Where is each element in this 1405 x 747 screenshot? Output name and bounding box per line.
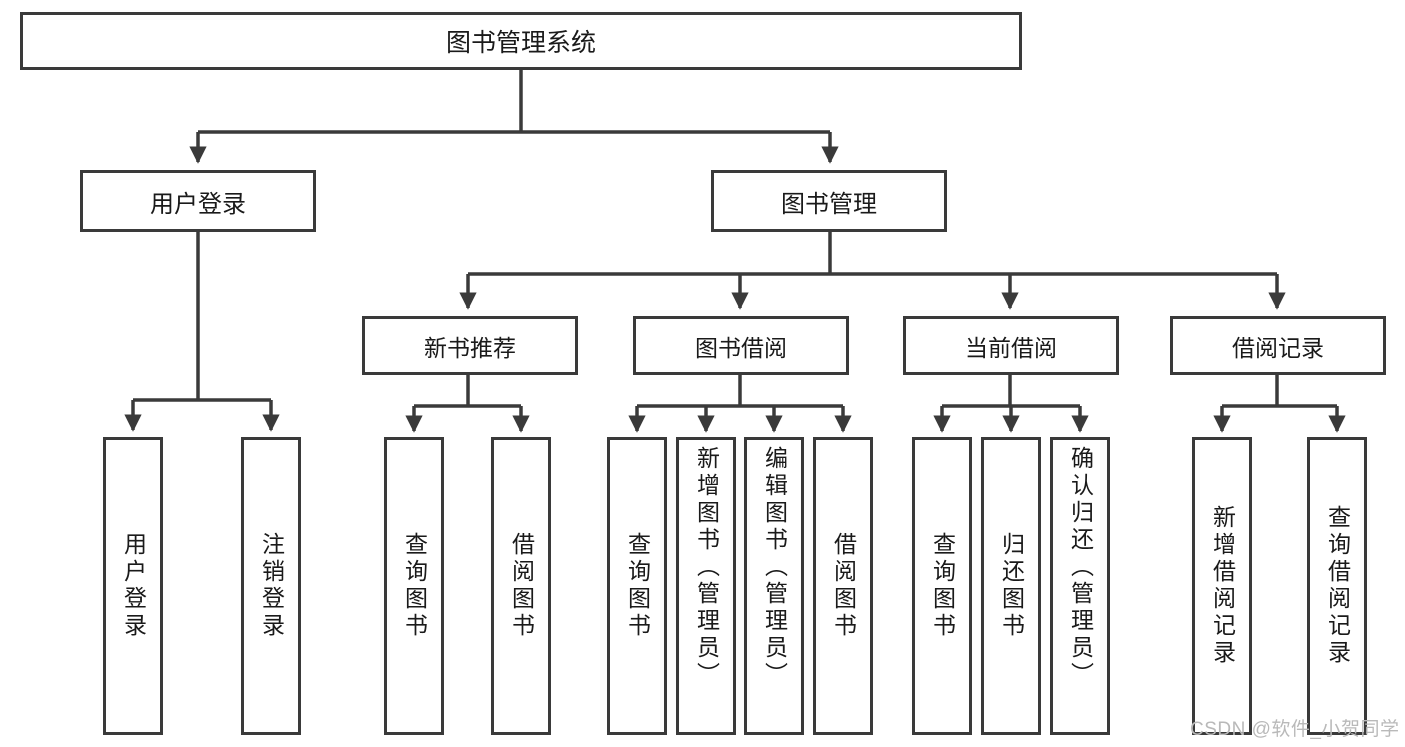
leaf-query-book-current-label: 查询图书 — [929, 532, 956, 640]
leaf-query-book-recommend[interactable]: 查询图书 — [384, 437, 444, 735]
leaf-borrow-book-recommend-label: 借阅图书 — [508, 532, 535, 640]
node-current-borrow[interactable]: 当前借阅 — [903, 316, 1119, 375]
leaf-user-login-label: 用户登录 — [120, 532, 147, 640]
node-book-management-label: 图书管理 — [781, 190, 877, 218]
leaf-edit-book-admin[interactable]: 编辑图书（管理员） — [744, 437, 804, 735]
leaf-add-book-admin-label: 新增图书（管理员） — [693, 446, 720, 689]
node-root[interactable]: 图书管理系统 — [20, 12, 1022, 70]
leaf-return-book-label: 归还图书 — [998, 532, 1025, 640]
leaf-user-logout-label: 注销登录 — [258, 532, 285, 640]
leaf-user-logout[interactable]: 注销登录 — [241, 437, 301, 735]
leaf-query-book-borrow-label: 查询图书 — [624, 532, 651, 640]
node-current-borrow-label: 当前借阅 — [965, 334, 1057, 361]
node-borrow-record-label: 借阅记录 — [1232, 334, 1324, 361]
watermark-text: CSDN @软件_小贺同学 — [1190, 719, 1400, 740]
leaf-borrow-book-borrow-label: 借阅图书 — [830, 532, 857, 640]
node-user-login[interactable]: 用户登录 — [80, 170, 316, 232]
leaf-return-book[interactable]: 归还图书 — [981, 437, 1041, 735]
node-book-borrow[interactable]: 图书借阅 — [633, 316, 849, 375]
leaf-confirm-return-admin-label: 确认归还（管理员） — [1067, 446, 1094, 689]
leaf-query-borrow-record-label: 查询借阅记录 — [1324, 505, 1351, 667]
leaf-query-book-current[interactable]: 查询图书 — [912, 437, 972, 735]
leaf-query-book-borrow[interactable]: 查询图书 — [607, 437, 667, 735]
node-borrow-record[interactable]: 借阅记录 — [1170, 316, 1386, 375]
leaf-user-login[interactable]: 用户登录 — [103, 437, 163, 735]
leaf-add-borrow-record-label: 新增借阅记录 — [1209, 505, 1236, 667]
leaf-add-book-admin[interactable]: 新增图书（管理员） — [676, 437, 736, 735]
node-user-login-label: 用户登录 — [150, 190, 246, 218]
leaf-add-borrow-record[interactable]: 新增借阅记录 — [1192, 437, 1252, 735]
leaf-query-borrow-record[interactable]: 查询借阅记录 — [1307, 437, 1367, 735]
leaf-confirm-return-admin[interactable]: 确认归还（管理员） — [1050, 437, 1110, 735]
leaf-edit-book-admin-label: 编辑图书（管理员） — [761, 446, 788, 689]
node-book-borrow-label: 图书借阅 — [695, 334, 787, 361]
node-new-book-recommend[interactable]: 新书推荐 — [362, 316, 578, 375]
node-root-label: 图书管理系统 — [445, 29, 596, 57]
leaf-borrow-book-borrow[interactable]: 借阅图书 — [813, 437, 873, 735]
node-book-management[interactable]: 图书管理 — [711, 170, 947, 232]
leaf-query-book-recommend-label: 查询图书 — [401, 532, 428, 640]
node-new-book-recommend-label: 新书推荐 — [424, 334, 516, 361]
leaf-borrow-book-recommend[interactable]: 借阅图书 — [491, 437, 551, 735]
